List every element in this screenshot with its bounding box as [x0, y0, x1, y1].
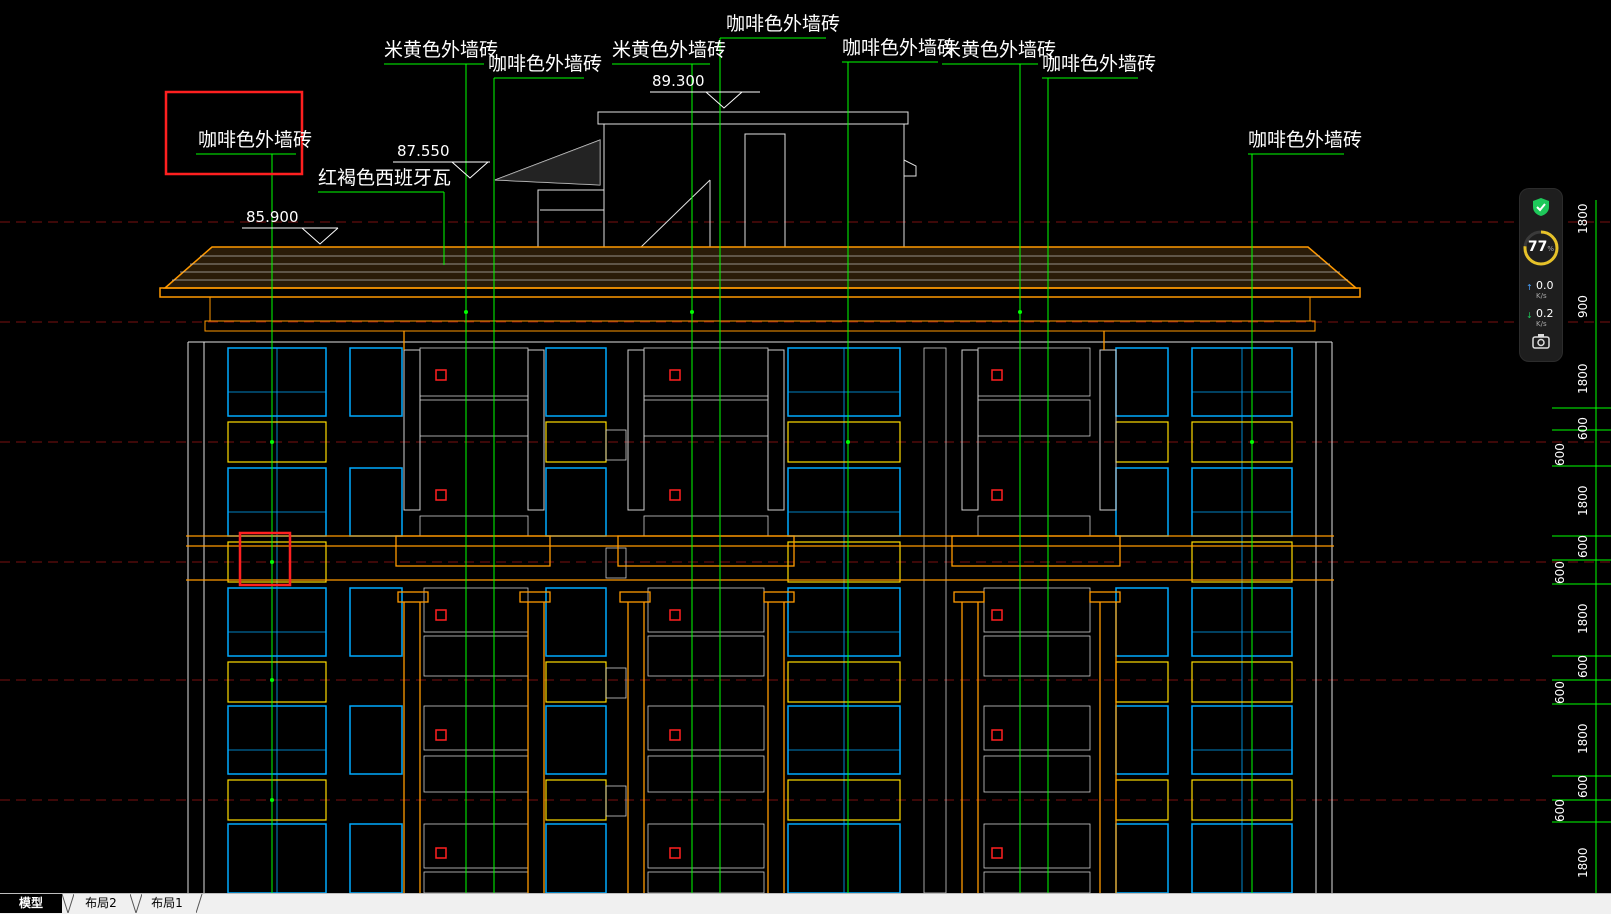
building-outline [187, 341, 1333, 893]
dim-text: 1800 [1576, 485, 1590, 516]
dim-text: 600 [1553, 561, 1567, 584]
download-speed-unit: K/s [1536, 320, 1547, 328]
roof-tiles [159, 140, 1361, 332]
elevation-roof-top: 89.300 [652, 72, 705, 90]
usage-percent-unit: % [1547, 245, 1555, 253]
dim-text: 600 [1576, 655, 1590, 678]
mid-band [186, 331, 1334, 893]
label-red-roof-tile: 红褐色西班牙瓦 [318, 167, 451, 189]
usage-percent-value: 77 [1527, 239, 1548, 255]
dimension-texts: 1800 900 1800 600 600 1800 600 600 1800 … [1553, 203, 1590, 878]
dim-text: 600 [1576, 535, 1590, 558]
dim-text: 600 [1553, 799, 1567, 822]
elevation-eave: 85.900 [246, 208, 299, 226]
dim-text: 1800 [1576, 847, 1590, 878]
elevation-ridge: 87.550 [397, 142, 450, 160]
label-coffee-tile-top: 咖啡色外墙砖 [726, 13, 840, 35]
download-arrow-icon: ↓ [1526, 311, 1533, 320]
dim-text: 600 [1553, 443, 1567, 466]
columns [403, 349, 1117, 511]
dim-text: 1800 [1576, 603, 1590, 634]
layout-tab-bar: 模型 布局2 布局1 [0, 893, 1611, 914]
label-coffee-tile-left: 咖啡色外墙砖 [198, 129, 312, 151]
tab-model[interactable]: 模型 [0, 894, 62, 913]
leader-lines [196, 37, 1344, 893]
balcony-bays [419, 347, 1091, 893]
fire-markers [435, 369, 1003, 859]
dimension-line [1552, 200, 1611, 893]
spandrel-panels [227, 421, 1293, 821]
tab-layout1[interactable]: 布局1 [151, 896, 183, 910]
dim-text: 600 [1576, 775, 1590, 798]
leader-dots [270, 310, 1254, 802]
highlight-box-label [164, 90, 304, 176]
cad-drawing-canvas[interactable]: 咖啡色外墙砖 米黄色外墙砖 咖啡色外墙砖 米黄色外墙砖 咖啡色外墙砖 咖啡色外墙… [0, 0, 1611, 893]
window-mullions [228, 348, 1292, 893]
building-elevation-drawing: 咖啡色外墙砖 米黄色外墙砖 咖啡色外墙砖 米黄色外墙砖 咖啡色外墙砖 咖啡色外墙… [0, 13, 1611, 893]
window-grid [227, 347, 1293, 893]
dim-text: 600 [1576, 417, 1590, 440]
tab-separator [196, 894, 203, 913]
label-coffee-tile-7: 咖啡色外墙砖 [1042, 53, 1156, 75]
floor-reference-lines [0, 221, 1611, 801]
elevation-markers [242, 91, 760, 245]
dim-text: 1800 [1576, 363, 1590, 394]
tab-separator [130, 894, 142, 913]
shield-check-icon[interactable] [1532, 197, 1550, 217]
dim-text: 900 [1576, 295, 1590, 318]
label-beige-tile-6: 米黄色外墙砖 [942, 39, 1056, 61]
label-beige-tile-3: 米黄色外墙砖 [612, 39, 726, 61]
label-coffee-tile-2: 咖啡色外墙砖 [488, 53, 602, 75]
upload-speed-unit: K/s [1536, 292, 1547, 300]
label-beige-tile-1: 米黄色外墙砖 [384, 39, 498, 61]
label-coffee-tile-right: 咖啡色外墙砖 [1248, 129, 1362, 151]
highlight-box-tile [238, 531, 292, 587]
floating-monitor-widget[interactable]: 77% ↑ 0.0 K/s ↓ 0.2 K/s [1519, 188, 1563, 362]
usage-ring [1523, 230, 1559, 266]
tab-separator [62, 894, 74, 913]
usage-percent: 77% [1520, 239, 1562, 255]
upload-speed-value: 0.0 [1536, 279, 1554, 292]
download-speed-value: 0.2 [1536, 307, 1554, 320]
camera-icon[interactable] [1532, 333, 1550, 349]
upload-arrow-icon: ↑ [1526, 283, 1533, 292]
dim-text: 1800 [1576, 203, 1590, 234]
tab-layout2[interactable]: 布局2 [85, 896, 117, 910]
dim-text: 1800 [1576, 723, 1590, 754]
dim-text: 600 [1553, 681, 1567, 704]
label-coffee-tile-5: 咖啡色外墙砖 [842, 37, 956, 59]
